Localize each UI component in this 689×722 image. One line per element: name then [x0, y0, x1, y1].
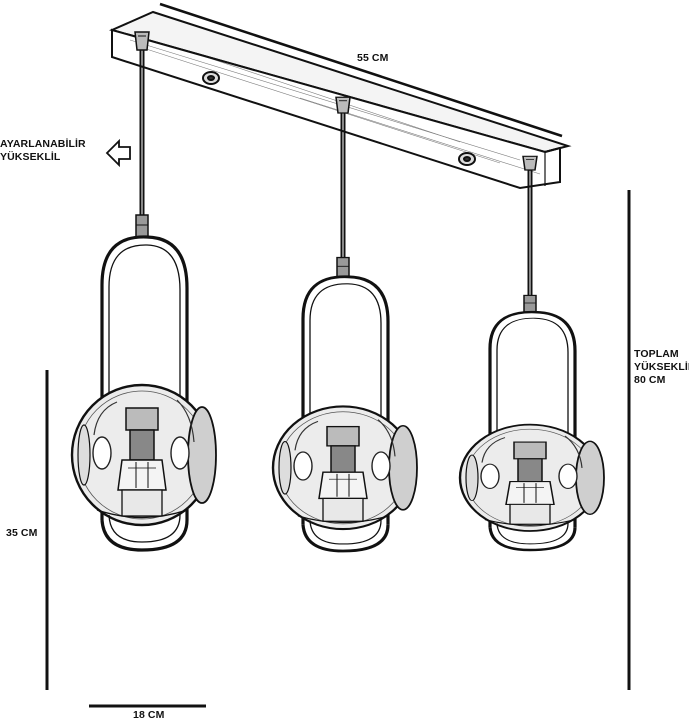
pendant-lamp-2: [271, 95, 419, 553]
ceiling-bar: [109, 10, 572, 190]
total-height-label: TOPLAM YÜKSEKLİK 80 CM: [634, 348, 689, 386]
pendant-lamp-3: [458, 154, 606, 552]
pendant-height-label: 35 CM: [6, 527, 38, 539]
pendant-width-label: 18 CM: [133, 709, 165, 721]
width-label: 55 CM: [357, 52, 389, 64]
left-arrow-icon: [105, 138, 131, 168]
pendant-lamp-1: [70, 30, 218, 552]
width-dimension-line: [159, 2, 563, 138]
adjustable-height-label: AYARLANABİLİR YÜKSEKLİL: [0, 138, 86, 163]
